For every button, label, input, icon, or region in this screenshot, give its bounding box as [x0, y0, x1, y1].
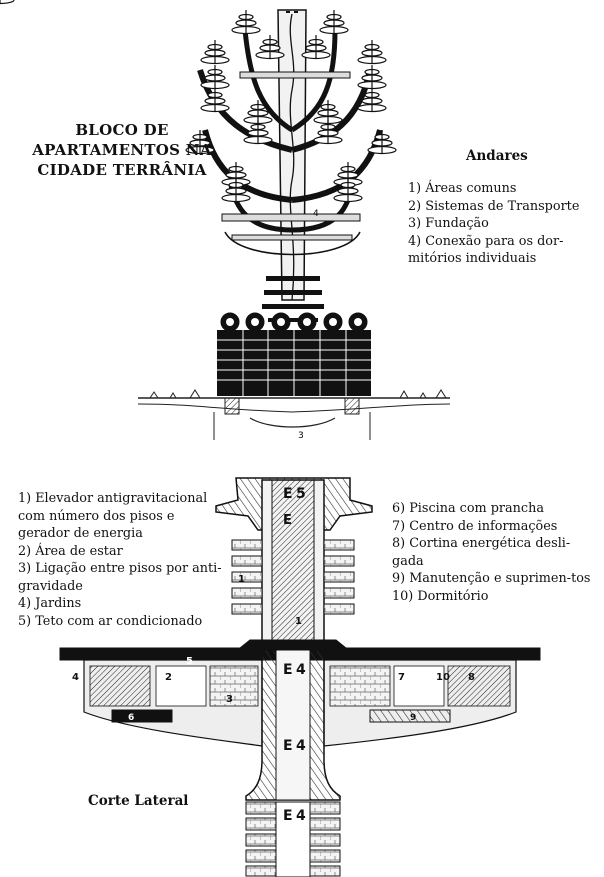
tree-tower — [197, 9, 383, 301]
andares-heading: Andares — [466, 148, 528, 164]
section-item-2: 2) Área de estar — [18, 543, 123, 559]
section-item-9: 9) Manutenção e suprimen-tos — [392, 571, 591, 586]
title-line-1: BLOCO DE — [75, 121, 169, 139]
marker-10: 10 — [436, 672, 450, 683]
section-markers: E 5 E 1 E 4 E 4 E 4 1 2 3 4 5 6 7 8 9 10 — [72, 486, 475, 824]
marker-1: 1 — [238, 574, 245, 585]
elevator-letter-4: E — [283, 738, 293, 754]
section-caption: Corte Lateral — [88, 793, 189, 809]
marker-9: 9 — [410, 713, 416, 723]
elevator-letter-5: E — [283, 808, 293, 824]
elevator-number-5: 4 — [296, 808, 306, 824]
section-item-3: 3) Ligação entre pisos por anti-gravidad… — [18, 561, 222, 594]
marker-2: 2 — [165, 672, 172, 683]
elevator-letter-1: E — [283, 486, 293, 502]
section-item-7: 7) Centro de informações — [392, 518, 558, 534]
andares-item-4: 4) Conexão para os dor-mitórios individu… — [408, 233, 564, 267]
andares-item-2: 2) Sistemas de Transporte — [408, 198, 580, 214]
section-item-10: 10) Dormitório — [392, 588, 489, 604]
marker-7: 7 — [398, 672, 405, 683]
andares-legend: 1) Áreas comuns 2) Sistemas de Transport… — [408, 180, 598, 268]
elevator-number-3: 4 — [296, 662, 306, 678]
elevator-letter-3: E — [283, 662, 293, 678]
section-item-4: 4) Jardins — [18, 596, 82, 611]
marker-4b: 4 — [72, 672, 79, 683]
section-item-6: 6) Piscina com prancha — [392, 501, 544, 516]
section-item-1: 1) Elevador antigravitacional com número… — [18, 491, 208, 541]
residence-pods — [0, 0, 397, 203]
foundation-block — [217, 312, 371, 396]
title-line-2: APARTAMENTOS NA — [32, 141, 212, 159]
title-line-3: CIDADE TERRÂNIA — [37, 161, 207, 179]
elevator-number-2: 1 — [295, 616, 302, 627]
section-legend-left: 1) Elevador antigravitacional com número… — [18, 490, 230, 630]
elevator-number-4: 4 — [296, 738, 306, 754]
andares-item-1: 1) Áreas comuns — [408, 181, 517, 196]
marker-4: 4 — [313, 209, 319, 219]
cross-section — [59, 477, 541, 877]
andares-item-3: 3) Fundação — [408, 216, 489, 231]
marker-8: 8 — [468, 672, 475, 683]
marker-6: 6 — [128, 713, 134, 723]
section-item-8: 8) Cortina energética desli-gada — [392, 536, 571, 569]
elevator-letter-2: E — [283, 513, 292, 528]
ground-landscape — [137, 389, 451, 440]
marker-3: 3 — [298, 431, 304, 441]
page-title: BLOCO DE APARTAMENTOS NA CIDADE TERRÂNIA — [22, 120, 222, 180]
section-item-5: 5) Teto com ar condicionado — [18, 613, 203, 629]
transport-rings — [262, 276, 324, 322]
marker-5: 5 — [186, 656, 193, 667]
marker-3b: 3 — [226, 694, 233, 705]
section-legend-right: 6) Piscina com prancha 7) Centro de info… — [392, 500, 592, 605]
elevator-number-1: 5 — [296, 486, 306, 502]
